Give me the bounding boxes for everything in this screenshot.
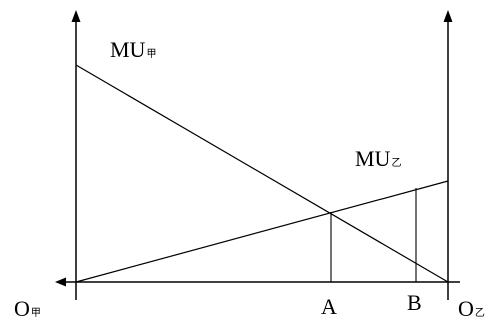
- point-b-label: B: [407, 290, 422, 315]
- mu-jia-label: MU甲: [110, 37, 156, 62]
- left-vertical-axis-arrow: [71, 10, 81, 22]
- right-vertical-axis-arrow: [443, 10, 453, 22]
- point-a-label: A: [321, 294, 337, 319]
- mu-jia-label-main: MU: [110, 37, 146, 62]
- mu-yi-label-sub: 乙: [391, 157, 401, 169]
- mu-jia-curve: [75, 64, 449, 283]
- origin-yi-label: O乙: [458, 296, 485, 321]
- mu-yi-curve: [75, 180, 449, 283]
- origin-jia-label-sub: 甲: [31, 308, 41, 319]
- mu-yi-label-main: MU: [355, 146, 391, 171]
- origin-yi-label-sub: 乙: [475, 307, 485, 319]
- mu-jia-label-sub: 甲: [146, 49, 156, 60]
- horizontal-axis-arrow: [55, 277, 66, 287]
- origin-jia-label: O甲: [14, 296, 41, 321]
- origin-yi-label-main: O: [458, 296, 474, 321]
- mu-yi-label: MU乙: [355, 146, 401, 171]
- origin-jia-label-main: O: [14, 296, 30, 321]
